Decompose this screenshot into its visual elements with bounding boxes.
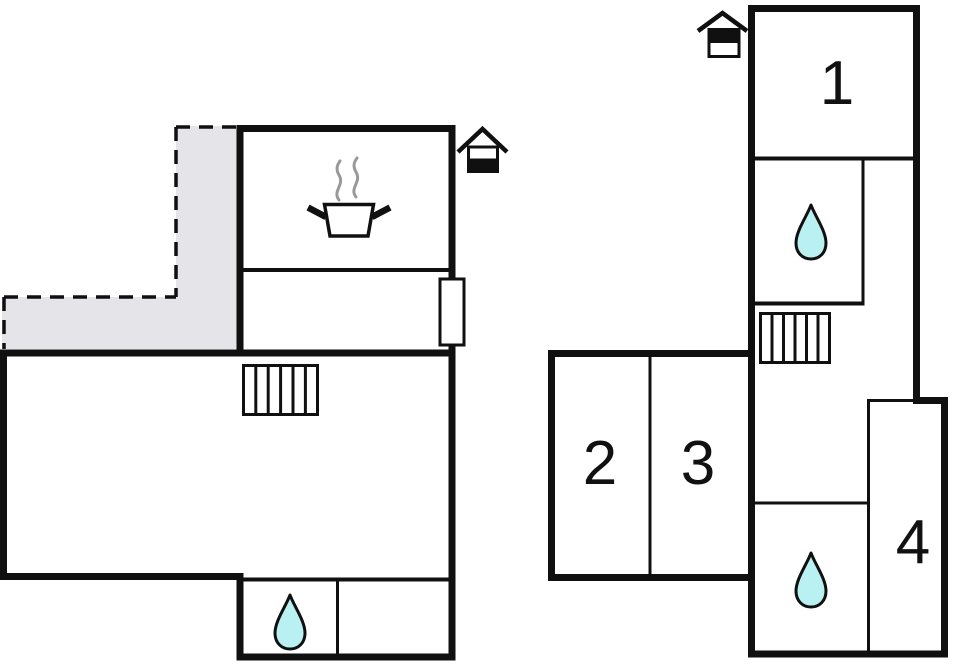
house-roof: [456, 125, 509, 154]
ground-floor-walls: [0, 125, 456, 661]
stove-icon: [306, 156, 392, 238]
room-label-4: 4: [896, 508, 930, 577]
cooking-pot: [322, 202, 376, 238]
room-label-3: 3: [681, 429, 715, 498]
upper-floor-footprint: [748, 5, 948, 658]
upper-floor: 1 2 3 4: [548, 5, 948, 658]
house-filled-level: [467, 158, 499, 173]
room-label-2: 2: [583, 429, 617, 498]
house-roof: [696, 10, 749, 33]
water-drop-icon: [794, 203, 828, 261]
house-lower-section-icon: [456, 125, 509, 173]
window: [438, 277, 466, 347]
upper-floor-walls: [548, 5, 948, 658]
stairs-icon: [242, 364, 319, 416]
water-drop-icon: [794, 551, 828, 609]
steam-line: [352, 156, 360, 199]
house-filled-level: [707, 28, 741, 43]
steam-line: [335, 159, 343, 202]
terrace-area: [2, 125, 243, 352]
ground-floor: [0, 122, 509, 661]
room-label-1: 1: [820, 49, 854, 118]
terrace-fill: [2, 126, 243, 352]
water-drop-icon: [273, 593, 307, 651]
house-upper-section-icon: [696, 10, 749, 58]
pot-handle: [306, 204, 328, 220]
ground-floor-footprint: [0, 122, 456, 661]
pot-handle: [370, 204, 392, 220]
stairs-icon: [759, 312, 831, 364]
